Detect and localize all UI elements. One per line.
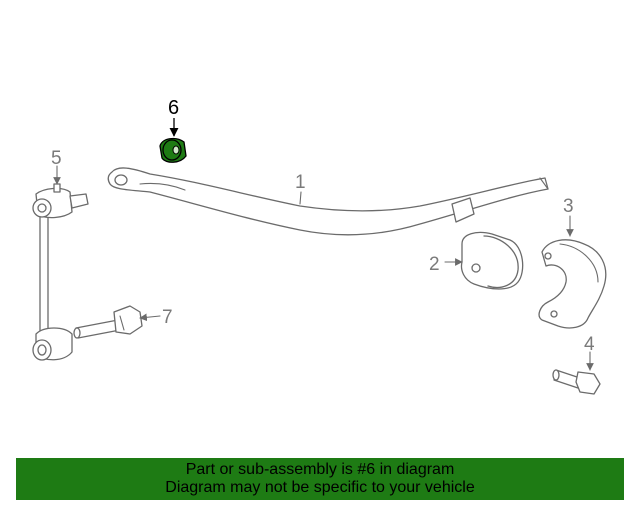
nut-hole [172, 145, 180, 155]
stabilizer-bar [107, 167, 549, 236]
callout-7: 7 [162, 307, 173, 328]
nut-face [162, 139, 182, 161]
callout-2: 2 [429, 254, 440, 275]
banner-line-1: Part or sub-assembly is #6 in diagram [185, 461, 455, 478]
callout-4: 4 [584, 334, 595, 355]
banner-line-2: Diagram may not be specific to your vehi… [165, 479, 475, 496]
part-info-banner: Part or sub-assembly is #6 in diagram Di… [16, 458, 624, 500]
callout-1: 1 [295, 172, 306, 193]
bracket [538, 239, 607, 329]
leader-1 [299, 191, 302, 205]
highlighted-nut[interactable] [159, 137, 187, 163]
bushing [460, 231, 524, 290]
callout-5: 5 [51, 148, 62, 169]
callout-6: 6 [168, 97, 179, 119]
leader-7 [139, 313, 161, 322]
bracket-bolt [552, 369, 601, 395]
stabilizer-link [32, 183, 89, 361]
link-bolt [73, 305, 143, 339]
callout-3: 3 [563, 196, 574, 217]
